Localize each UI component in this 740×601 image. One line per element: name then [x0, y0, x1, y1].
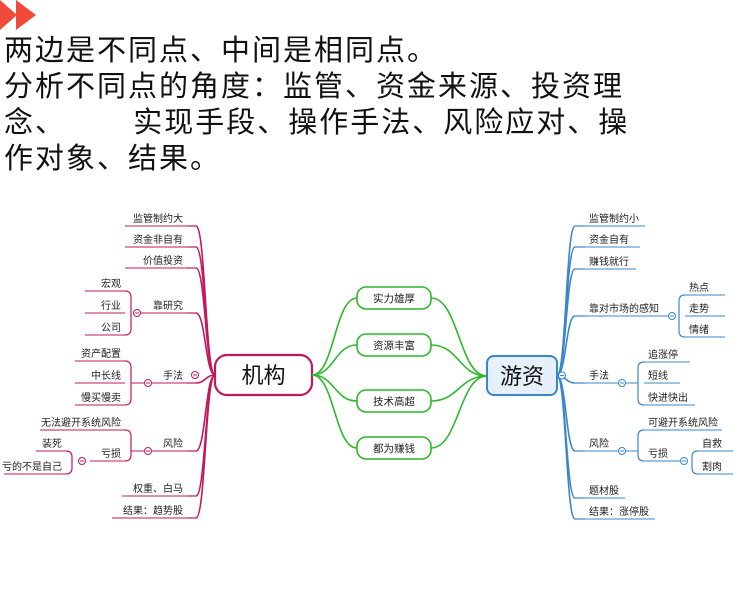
heading-line-1: 两边是不同点、中间是相同点。 [4, 33, 439, 67]
common-link-right-3 [430, 375, 488, 402]
retail-risk-item-2-label: 亏损 [648, 447, 668, 460]
retail-loss-bracket [691, 450, 699, 475]
institution-branch-research-label: 靠研究 [153, 299, 183, 312]
retail-risk-bracket [637, 429, 645, 462]
institution-method-item-3-label: 慢买慢卖 [81, 392, 121, 404]
common-link-right-1 [430, 297, 488, 377]
common-node-4 [356, 436, 432, 460]
retail-branch-link-2 [556, 246, 576, 377]
common-node-label-2: 资源丰富 [373, 339, 415, 352]
perception-bracket [678, 294, 686, 338]
corner-arrow-right [16, 0, 36, 30]
institution-loss-item-2-label: 亏的不是自己 [2, 460, 62, 473]
research-item-1-label: 宏观 [101, 277, 121, 290]
institution-risk-item-2-label: 亏损 [101, 447, 121, 460]
retail-method-bracket [637, 361, 645, 406]
retail-branch-funds-label: 资金自有 [589, 233, 629, 246]
heading-line-2: 分析不同点的角度：监管、资金来源、投资理 [4, 69, 625, 103]
research-item-2-label: 行业 [101, 299, 121, 312]
heading-line-4: 作对象、结果。 [4, 141, 222, 175]
corner-arrow-icon [0, 0, 36, 30]
institution-branch-link-8 [195, 374, 216, 519]
institution-loss-bracket [65, 450, 73, 475]
institution-method-item-1-label: 资产配置 [81, 347, 121, 360]
common-link-right-4 [430, 375, 488, 449]
institution-branch-result-label: 结果：趋势股 [123, 504, 183, 517]
institution-branch-link-2 [195, 246, 216, 376]
institution-branch-funds-label: 资金非自有 [133, 233, 183, 246]
institution-branch-link-3 [195, 267, 216, 376]
retail-branch-perception-label: 靠对市场的感知 [589, 302, 659, 315]
perception-item-2-label: 走势 [689, 302, 709, 315]
retail-method-item-2-label: 短线 [648, 369, 668, 382]
institution-branch-risk-label: 风险 [163, 437, 183, 450]
institution-method-item-2-label: 中长线 [91, 369, 121, 382]
common-link-left-1 [311, 297, 358, 376]
common-link-right-2 [430, 344, 488, 377]
common-link-left-2 [311, 344, 358, 376]
research-item-3-label: 公司 [101, 323, 121, 334]
retail-branch-theme-label: 题材股 [589, 484, 619, 497]
institution-loss-item-1-label: 装死 [42, 437, 62, 450]
retail-branch-link-3 [556, 268, 576, 377]
retail-loss-item-2-label: 割肉 [702, 460, 722, 473]
common-node-label-4: 都为赚钱 [373, 442, 415, 455]
institution-method-bracket [124, 360, 132, 406]
common-node-1 [356, 286, 432, 310]
common-link-left-4 [311, 374, 358, 449]
retail-method-item-3-label: 快进快出 [648, 391, 688, 404]
common-node-label-3: 技术高超 [373, 395, 415, 408]
retail-branch-regulation-label: 监管制约小 [589, 212, 639, 225]
heading-text: 两边是不同点、中间是相同点。分析不同点的角度：监管、资金来源、投资理念、 实现手… [4, 32, 740, 176]
retail-branch-profit-label: 赚钱就行 [589, 255, 629, 268]
retail-loss-item-1-label: 自救 [702, 437, 722, 450]
institution-center-label: 机构 [241, 364, 285, 389]
institution-branch-link-5 [195, 374, 216, 384]
retail-branch-link-8 [556, 374, 576, 520]
common-node-3 [356, 389, 432, 413]
institution-risk-item-1-label: 无法避开系统风险 [41, 416, 121, 429]
institution-risk-bracket [124, 429, 132, 462]
research-bracket [124, 290, 132, 336]
institution-branch-link-4 [195, 312, 216, 376]
retail-branch-risk-label: 风险 [589, 437, 609, 450]
perception-item-3-label: 情绪 [689, 323, 709, 336]
institution-branch-regulation-label: 监管制约大 [133, 212, 183, 225]
institution-branch-value-label: 价值投资 [143, 254, 183, 267]
retail-branch-result-label: 结果：涨停股 [589, 505, 649, 518]
retail-center-label: 游资 [500, 365, 544, 390]
common-link-left-3 [311, 374, 358, 402]
institution-branch-method-label: 手法 [163, 369, 183, 382]
common-node-label-1: 实力雄厚 [373, 292, 415, 305]
retail-method-item-1-label: 追涨停 [648, 348, 678, 361]
retail-risk-item-1-label: 可避开系统风险 [648, 416, 718, 429]
heading-line-3: 念、 实现手段、操作手法、风险应对、操 [4, 105, 630, 139]
common-node-2 [356, 333, 432, 357]
corner-arrow-left [0, 0, 17, 30]
perception-item-1-label: 热点 [689, 281, 709, 294]
retail-branch-method-label: 手法 [589, 369, 609, 382]
institution-branch-weight-label: 权重、白马 [133, 482, 183, 495]
retail-center-node [486, 355, 558, 396]
